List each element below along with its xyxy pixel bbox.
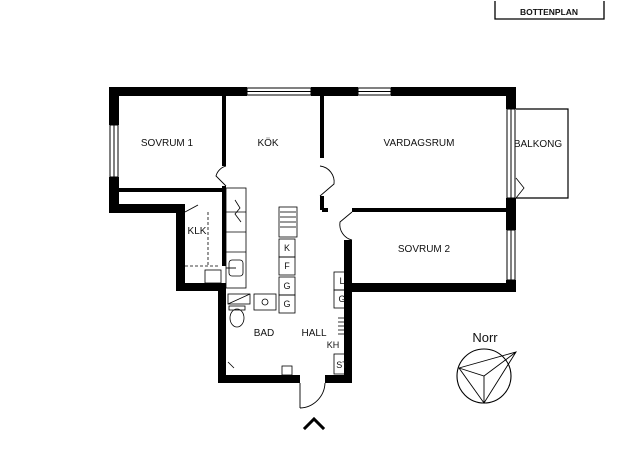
room-label-klk: KLK: [188, 226, 207, 237]
room-label-kok: KÖK: [257, 137, 278, 149]
compass-label: Norr: [472, 330, 498, 345]
windows: [109, 87, 516, 281]
entrance-chevron-up-icon: [302, 416, 326, 431]
level-badge: BOTTENPLAN: [494, 1, 605, 20]
fixture-label-st: ST: [336, 360, 348, 370]
coat-rack: [338, 317, 350, 335]
level-label: BOTTENPLAN: [520, 7, 578, 17]
room-label-hall: HALL: [301, 328, 326, 339]
room-label-bad: BAD: [254, 328, 275, 339]
doors: [184, 165, 353, 409]
room-label-sovrum-2: SOVRUM 2: [398, 244, 451, 255]
fixture-label-g1: G: [283, 281, 290, 291]
room-label-balkong: BALKONG: [514, 139, 563, 150]
balcony: [515, 108, 569, 199]
interior-walls: [119, 96, 506, 285]
compass: Norr: [456, 330, 518, 404]
room-label-sovrum-1: SOVRUM 1: [141, 138, 194, 149]
room-labels: SOVRUM 1 KÖK VARDAGSRUM BALKONG KLK SOVR…: [141, 137, 563, 339]
fixture-labels: K F G G L G KH ST: [283, 243, 348, 370]
fixture-label-l: L: [339, 276, 344, 286]
fixture-label-g2: G: [283, 299, 290, 309]
fixture-label-kh: KH: [327, 340, 340, 350]
compass-needle-icon: [458, 351, 518, 404]
cabinets: [278, 238, 351, 376]
exterior-walls: [109, 87, 516, 383]
klk-fixtures: [185, 212, 222, 284]
room-label-vardagsrum: VARDAGSRUM: [384, 138, 455, 149]
kitchen-fixtures: [225, 187, 298, 289]
fixture-label-g3: G: [338, 294, 345, 304]
fixture-label-k: K: [284, 243, 290, 253]
bathroom-fixtures: [227, 293, 277, 369]
fixture-label-f: F: [284, 261, 290, 271]
